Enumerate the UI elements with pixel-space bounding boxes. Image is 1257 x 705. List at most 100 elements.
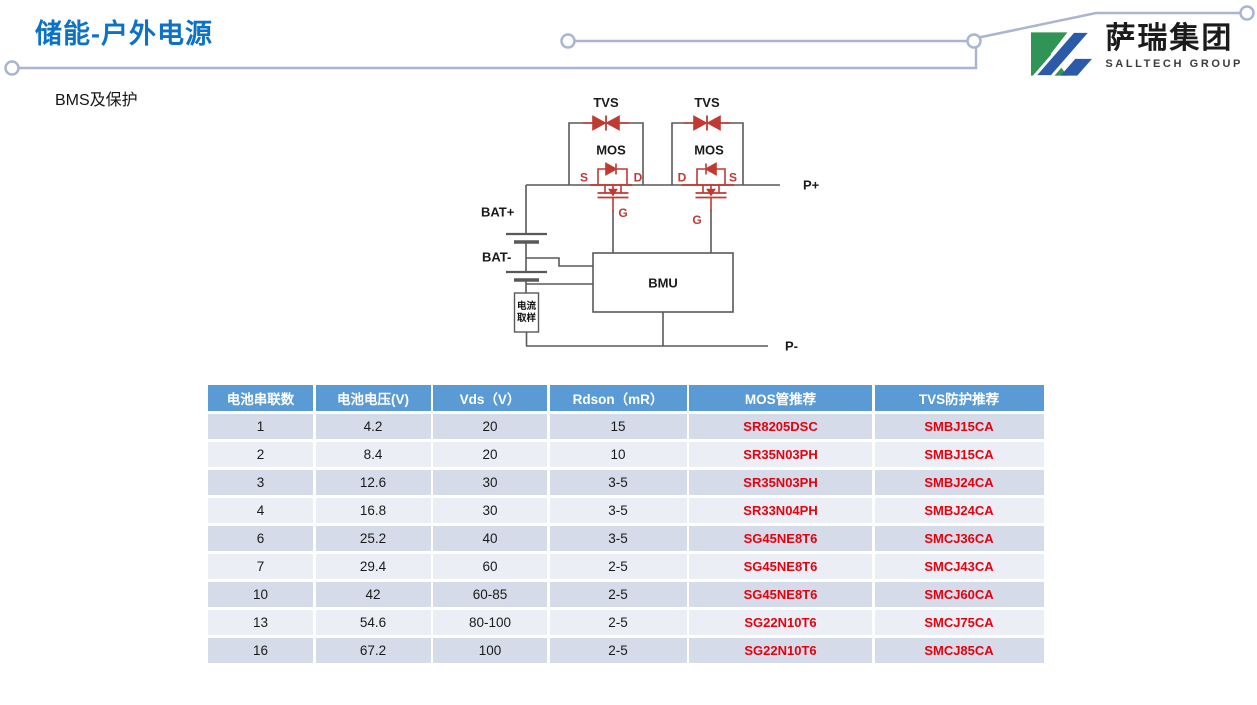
- title-underline: [18, 47, 978, 70]
- table-cell: SMBJ24CA: [874, 497, 1044, 523]
- section-subtitle: BMS及保护: [55, 92, 138, 109]
- mos2-gate-label: G: [692, 213, 701, 227]
- p-plus-label: P+: [803, 178, 820, 193]
- table-cell: SG22N10T6: [689, 609, 872, 635]
- table-cell: 1: [208, 413, 313, 439]
- bms-circuit-diagram: TVS TVS MOS MOS S D G D S G BAT+ BAT- BM…: [481, 95, 820, 354]
- table-cell: 16: [208, 637, 313, 663]
- bmu-label: BMU: [648, 276, 678, 291]
- table-header-cell: Rdson（mR）: [549, 385, 687, 411]
- decor-node: [1239, 5, 1255, 21]
- tvs2-symbol: [684, 115, 730, 131]
- company-logo: 萨瑞集团 SALLTECH GROUP: [1030, 24, 1243, 80]
- table-cell: 29.4: [315, 553, 431, 579]
- table-cell: 4.2: [315, 413, 431, 439]
- table-cell: SMCJ43CA: [874, 553, 1044, 579]
- mos2-drain-label: D: [678, 171, 687, 185]
- tvs1-symbol: [583, 115, 629, 131]
- table-cell: 2-5: [549, 581, 687, 607]
- mosfet1-symbol: [590, 162, 632, 211]
- mos1-label: MOS: [596, 143, 626, 158]
- table-cell: 100: [433, 637, 547, 663]
- table-header-cell: Vds（V）: [433, 385, 547, 411]
- decor-node: [560, 33, 576, 49]
- table-cell: SMCJ85CA: [874, 637, 1044, 663]
- table-cell: 12.6: [315, 469, 431, 495]
- logo-name-cn: 萨瑞集团: [1105, 22, 1234, 55]
- table-cell: 30: [433, 469, 547, 495]
- bmu-tap1: [526, 257, 593, 267]
- decor-node: [966, 33, 982, 49]
- decor-node: [4, 60, 20, 76]
- circuit-wires: [506, 122, 780, 347]
- table-cell: 16.8: [315, 497, 431, 523]
- table-cell: 3-5: [549, 497, 687, 523]
- bat-minus-label: BAT-: [482, 250, 511, 265]
- table-cell: SMCJ75CA: [874, 609, 1044, 635]
- table-cell: 42: [315, 581, 431, 607]
- table-cell: SR35N03PH: [689, 441, 872, 467]
- tvs1-label: TVS: [593, 95, 619, 110]
- table-cell: 2-5: [549, 609, 687, 635]
- mos1-drain-label: D: [634, 171, 643, 185]
- bat-plus-label: BAT+: [481, 205, 515, 220]
- page-title: 储能-户外电源: [35, 19, 213, 49]
- table-cell: SG45NE8T6: [689, 553, 872, 579]
- logo-blue-slash: [1031, 29, 1094, 79]
- table-cell: SG22N10T6: [689, 637, 872, 663]
- table-cell: 6: [208, 525, 313, 551]
- table-cell: 67.2: [315, 637, 431, 663]
- table-cell: SR33N04PH: [689, 497, 872, 523]
- current-sense-label-line2: 取样: [517, 312, 537, 324]
- mos2-source-label: S: [729, 171, 737, 185]
- table-cell: 2: [208, 441, 313, 467]
- table-cell: SR8205DSC: [689, 413, 872, 439]
- table-cell: SMBJ15CA: [874, 441, 1044, 467]
- table-cell: 10: [549, 441, 687, 467]
- table-cell: 3: [208, 469, 313, 495]
- table-cell: 80-100: [433, 609, 547, 635]
- table-cell: 3-5: [549, 469, 687, 495]
- table-cell: SG45NE8T6: [689, 581, 872, 607]
- table-header-cell: MOS管推荐: [689, 385, 872, 411]
- decor-diagonal-line: [978, 11, 1241, 39]
- logo-blue-small-slash: [1060, 58, 1093, 76]
- table-cell: 15: [549, 413, 687, 439]
- table-header-cell: TVS防护推荐: [874, 385, 1044, 411]
- table-cell: 3-5: [549, 525, 687, 551]
- p-minus-label: P-: [785, 339, 798, 354]
- table-cell: 8.4: [315, 441, 431, 467]
- table-cell: 60-85: [433, 581, 547, 607]
- table-cell: 40: [433, 525, 547, 551]
- table-cell: SMCJ36CA: [874, 525, 1044, 551]
- table-cell: 13: [208, 609, 313, 635]
- logo-name-en: SALLTECH GROUP: [1105, 58, 1243, 70]
- table-cell: 60: [433, 553, 547, 579]
- table-cell: SR35N03PH: [689, 469, 872, 495]
- table-cell: SMCJ60CA: [874, 581, 1044, 607]
- table-header-cell: 电池串联数: [208, 385, 313, 411]
- table-cell: 2-5: [549, 553, 687, 579]
- table-cell: 7: [208, 553, 313, 579]
- decor-connector-lines: [4, 5, 1255, 76]
- current-sense-box: [513, 292, 540, 333]
- table-cell: SMBJ24CA: [874, 469, 1044, 495]
- mos1-source-label: S: [580, 171, 588, 185]
- mosfet2-symbol: [682, 162, 734, 211]
- table-cell: SG45NE8T6: [689, 525, 872, 551]
- table-cell: 10: [208, 581, 313, 607]
- salltech-logo-icon: [1031, 29, 1094, 79]
- table-cell: 20: [433, 441, 547, 467]
- table-cell: 30: [433, 497, 547, 523]
- current-sense-label-line1: 电流: [517, 300, 537, 312]
- table-cell: 2-5: [549, 637, 687, 663]
- logo-text: 萨瑞集团 SALLTECH GROUP: [1105, 24, 1243, 70]
- tvs2-label: TVS: [694, 95, 720, 110]
- table-cell: 54.6: [315, 609, 431, 635]
- table-cell: SMBJ15CA: [874, 413, 1044, 439]
- table-cell: 4: [208, 497, 313, 523]
- table-header-cell: 电池电压(V): [315, 385, 431, 411]
- mos1-gate-label: G: [618, 206, 627, 220]
